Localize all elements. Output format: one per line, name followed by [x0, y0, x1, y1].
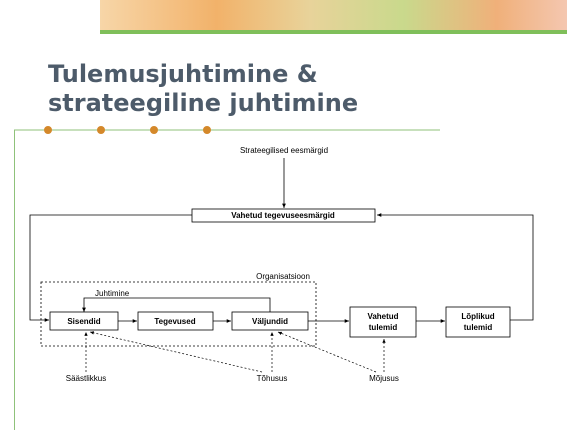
economy-label: Säästlikkus	[66, 374, 106, 383]
header-banner	[100, 0, 567, 30]
header-divider	[100, 30, 567, 34]
feedback-arrow-right	[377, 213, 534, 321]
management-arrow	[82, 297, 271, 312]
set-goals-label: Vahetud tegevuseesmärgid	[231, 211, 335, 220]
organisation-boundary	[40, 281, 317, 347]
intermediate-outcomes-label-2: tulemid	[369, 323, 398, 332]
final-outcomes-label-1: Lõplikud	[461, 312, 494, 321]
left-accent-rule	[14, 130, 15, 430]
effectiveness-label: Mõjusus	[369, 374, 399, 383]
effectiveness-arrow-outputs	[277, 331, 377, 373]
title-line-2: strateegiline juhtimine	[48, 89, 359, 117]
bullet-dot	[44, 126, 52, 134]
slide-title: Tulemusjuhtimine & strateegiline juhtimi…	[48, 60, 468, 118]
management-label: Juhtimine	[95, 289, 130, 298]
outputs-label: Väljundid	[252, 317, 288, 326]
set-goals-box	[191, 208, 376, 223]
strategic-goals-label: Strateegilised eesmärgid	[240, 146, 328, 155]
bullet-dot	[97, 126, 105, 134]
title-line-1: Tulemusjuhtimine &	[48, 60, 318, 88]
final-outcomes-label-2: tulemid	[464, 323, 493, 332]
efficiency-label: Tõhusus	[257, 374, 288, 383]
intermediate-outcomes-label-1: Vahetud	[367, 312, 398, 321]
inputs-label: Sisendid	[67, 317, 100, 326]
final-outcomes-box	[445, 306, 511, 338]
efficiency-arrow-inputs	[89, 331, 263, 373]
organisation-label: Organisatsioon	[256, 272, 310, 281]
bullet-dot	[203, 126, 211, 134]
intermediate-outcomes-box	[349, 306, 417, 338]
activities-label: Tegevused	[154, 317, 195, 326]
feedback-arrow-left	[29, 214, 192, 322]
bullet-dot	[150, 126, 158, 134]
